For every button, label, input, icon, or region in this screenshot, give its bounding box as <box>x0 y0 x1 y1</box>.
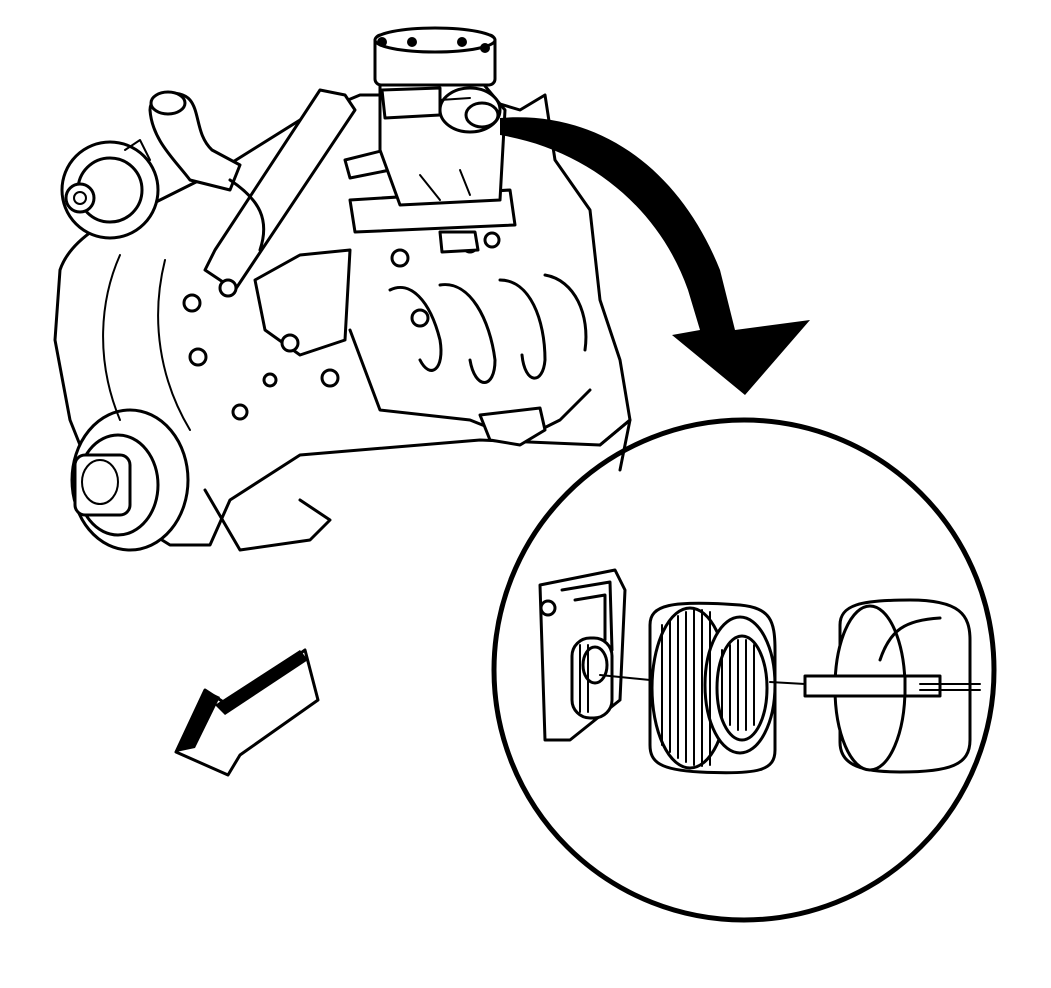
detail-view-circle <box>491 417 997 923</box>
front-direction-arrow <box>174 648 320 777</box>
filter-cover <box>769 598 981 774</box>
top-mounted-component <box>348 26 517 254</box>
engine-assembly <box>53 88 632 552</box>
filter-element <box>648 601 777 775</box>
filter-housing <box>538 568 651 742</box>
removal-arrow <box>500 117 810 395</box>
